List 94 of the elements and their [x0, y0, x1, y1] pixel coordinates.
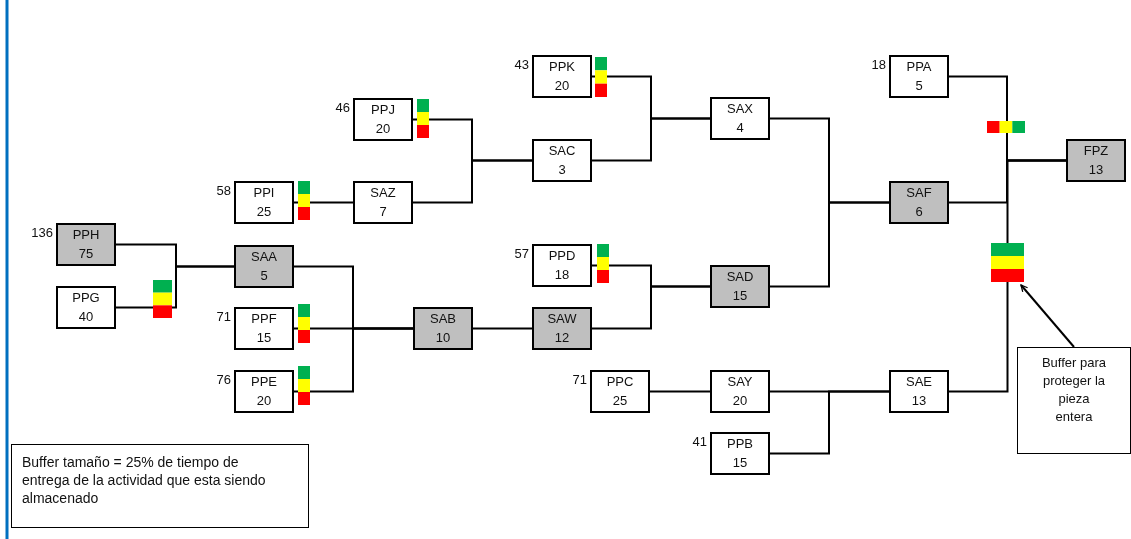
part-code: PPI	[253, 185, 275, 202]
duration-value: 5	[915, 77, 923, 94]
duration-value: 13	[911, 392, 927, 409]
part-code: PPK	[549, 59, 575, 76]
lead-time-label: 46	[334, 100, 350, 115]
process-box	[234, 370, 294, 413]
part-code: SAY	[727, 374, 753, 391]
part-code: FPZ	[1083, 143, 1109, 160]
process-box	[532, 139, 592, 182]
part-code: PPH	[72, 227, 100, 244]
duration-value: 13	[1088, 161, 1104, 178]
part-code: PPE	[251, 374, 277, 391]
buffer-bar-icon	[991, 243, 1024, 282]
duration-value: 75	[78, 245, 94, 262]
process-box	[889, 55, 949, 98]
part-code: SAZ	[370, 185, 396, 202]
process-box	[56, 286, 116, 329]
part-code: SAC	[548, 143, 576, 160]
note-text: Buffer tamaño = 25% de tiempo de entrega de la actividad que esta siendo almacenado	[22, 453, 267, 507]
connector-line	[472, 327, 533, 330]
duration-value: 18	[554, 266, 570, 283]
duration-value: 5	[260, 267, 268, 284]
connector-line	[591, 117, 711, 162]
part-code: SAA	[251, 249, 277, 266]
part-code: SAB	[430, 311, 456, 328]
lead-time-label: 18	[870, 57, 886, 72]
process-box	[590, 370, 650, 413]
process-box	[353, 181, 413, 224]
duration-value: 15	[256, 329, 272, 346]
part-code: PPC	[606, 374, 634, 391]
note-box	[1017, 347, 1131, 454]
part-code: SAX	[727, 101, 753, 118]
duration-value: 10	[435, 329, 451, 346]
part-code: PPG	[72, 290, 100, 307]
process-box	[710, 432, 770, 475]
connector-line	[293, 327, 414, 393]
process-box	[532, 55, 592, 98]
lead-time-label: 58	[215, 183, 231, 198]
process-box	[889, 181, 949, 224]
duration-value: 7	[379, 203, 387, 220]
note-text: Buffer para proteger la pieza entera	[1040, 354, 1108, 426]
connector-line	[115, 265, 235, 309]
process-box	[234, 307, 294, 350]
part-code: SAE	[906, 374, 932, 391]
lead-time-label: 76	[215, 372, 231, 387]
duration-value: 25	[256, 203, 272, 220]
lead-time-label: 71	[571, 372, 587, 387]
duration-value: 20	[732, 392, 748, 409]
process-box	[532, 244, 592, 287]
duration-value: 15	[732, 287, 748, 304]
part-code: SAF	[906, 185, 932, 202]
connector-line	[412, 159, 533, 204]
connector-line	[948, 281, 1009, 393]
connector-line	[649, 390, 711, 393]
lead-time-label: 71	[215, 309, 231, 324]
duration-value: 20	[554, 77, 570, 94]
lead-time-label: 136	[30, 225, 53, 240]
duration-value: 20	[375, 120, 391, 137]
connector-line	[769, 390, 890, 455]
process-box	[710, 97, 770, 140]
duration-value: 15	[732, 454, 748, 471]
duration-value: 25	[612, 392, 628, 409]
process-box	[710, 370, 770, 413]
process-box	[353, 98, 413, 141]
connector-line	[1006, 159, 1067, 244]
process-box	[1066, 139, 1126, 182]
process-box	[56, 223, 116, 266]
process-box	[413, 307, 473, 350]
connector-line	[293, 201, 354, 204]
duration-value: 3	[558, 161, 566, 178]
connector-line	[591, 285, 711, 330]
process-box	[234, 245, 294, 288]
duration-value: 12	[554, 329, 570, 346]
duration-value: 6	[915, 203, 923, 220]
leader-arrow	[1020, 284, 1075, 348]
duration-value: 20	[256, 392, 272, 409]
process-box	[532, 307, 592, 350]
part-code: PPJ	[371, 102, 395, 119]
part-code: PPF	[251, 311, 277, 328]
note-box	[11, 444, 309, 528]
duration-value: 40	[78, 308, 94, 325]
lead-time-label: 41	[691, 434, 707, 449]
part-code: PPB	[727, 436, 753, 453]
process-box	[234, 181, 294, 224]
part-code: PPD	[548, 248, 576, 265]
duration-value: 4	[736, 119, 744, 136]
process-box	[710, 265, 770, 308]
lead-time-label: 43	[513, 57, 529, 72]
process-box	[889, 370, 949, 413]
part-code: SAW	[547, 311, 577, 328]
connector-line	[769, 201, 890, 288]
part-code: SAD	[726, 269, 754, 286]
part-code: PPA	[906, 59, 932, 76]
lead-time-label: 57	[513, 246, 529, 261]
